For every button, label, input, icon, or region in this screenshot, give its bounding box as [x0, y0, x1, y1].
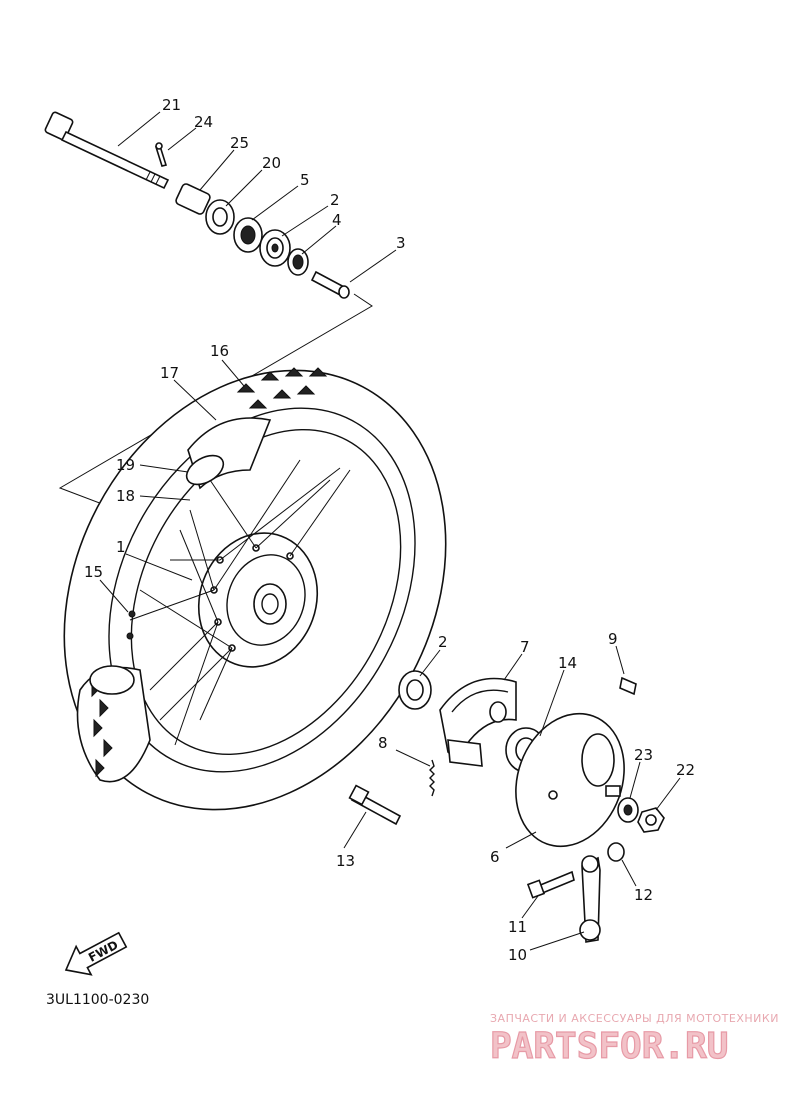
nut-12 — [607, 842, 625, 862]
callout-2-top: 2 — [330, 191, 340, 209]
spacer-3 — [310, 270, 350, 299]
callout-14: 14 — [558, 654, 577, 672]
callout-20: 20 — [262, 154, 281, 172]
spacer-5 — [233, 217, 263, 253]
callout-5: 5 — [300, 171, 310, 189]
brake-plate-6 — [515, 712, 625, 848]
callout-2-brake: 2 — [438, 633, 448, 651]
callout-23: 23 — [634, 746, 653, 764]
callout-17: 17 — [160, 364, 179, 382]
callout-8: 8 — [378, 734, 388, 752]
watermark-brand: PARTSFOR.RU — [490, 1026, 728, 1067]
callout-18: 18 — [116, 487, 135, 505]
callout-1: 1 — [116, 538, 126, 556]
axle-21 — [44, 111, 170, 190]
callout-19: 19 — [116, 456, 135, 474]
callout-24: 24 — [194, 113, 213, 131]
callout-11: 11 — [508, 918, 527, 936]
cam-lever-10 — [579, 855, 601, 943]
callout-9: 9 — [608, 630, 618, 648]
camshaft-13 — [348, 784, 402, 826]
nipple-15b — [126, 632, 134, 640]
callout-15: 15 — [84, 563, 103, 581]
bolt-11 — [526, 870, 575, 899]
callout-12: 12 — [634, 886, 653, 904]
spring-8 — [429, 759, 435, 797]
callout-22: 22 — [676, 761, 695, 779]
indicator-9 — [619, 676, 637, 696]
callout-10: 10 — [508, 946, 527, 964]
bearing-2-brake — [398, 670, 432, 710]
callout-13: 13 — [336, 852, 355, 870]
wheel-assembly — [63, 367, 447, 811]
watermark-tagline: ЗАПЧАСТИ И АКСЕССУАРЫ ДЛЯ МОТОТЕХНИКИ — [490, 1012, 779, 1025]
nut-22 — [637, 807, 665, 833]
oil-seal-20 — [205, 199, 235, 235]
collar-25 — [175, 183, 211, 215]
circlip-4 — [287, 248, 309, 276]
callout-labels: 21 24 25 20 5 2 4 3 16 17 19 18 1 15 2 7… — [84, 96, 695, 964]
nipple-15a — [128, 610, 136, 618]
diagram-code: 3UL1100-0230 — [46, 992, 149, 1008]
bearing-2-top — [259, 229, 291, 267]
callout-16: 16 — [210, 342, 229, 360]
callout-4: 4 — [332, 211, 342, 229]
washer-23 — [617, 797, 639, 823]
cotter-pin-24 — [154, 142, 168, 167]
brake-shoe-7 — [439, 677, 517, 767]
callout-6: 6 — [490, 848, 500, 866]
fwd-arrow-icon: FWD — [64, 931, 128, 976]
callout-3: 3 — [396, 234, 406, 252]
callout-7: 7 — [520, 638, 530, 656]
callout-21: 21 — [162, 96, 181, 114]
callout-25: 25 — [230, 134, 249, 152]
